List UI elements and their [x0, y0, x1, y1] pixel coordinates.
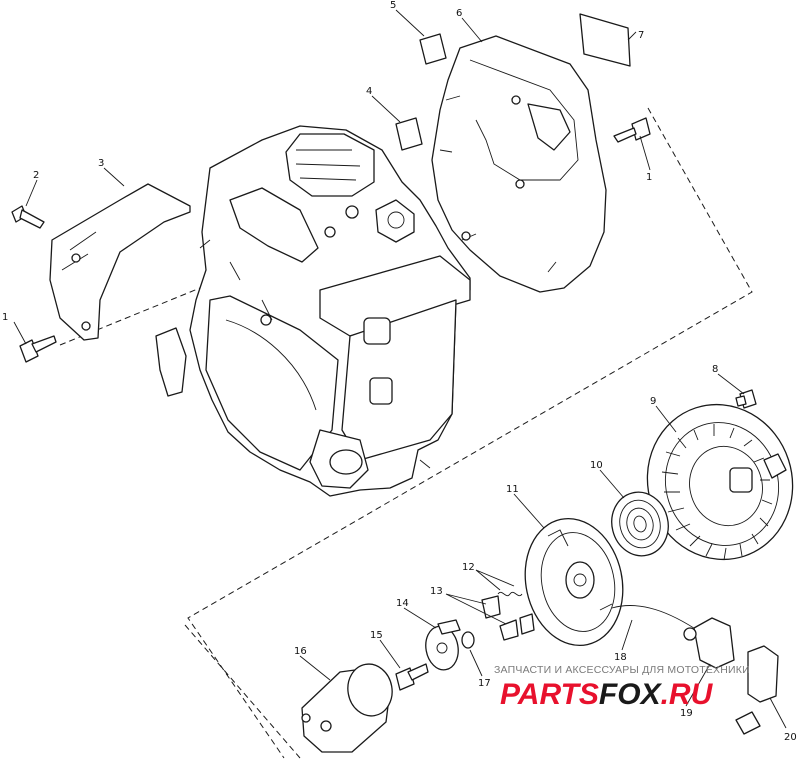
spring-part-12	[497, 591, 523, 597]
callout-leader-lines	[13, 9, 787, 729]
friction-plate-part-14	[425, 619, 461, 671]
callout-17: 17	[478, 678, 491, 689]
callout-6: 6	[456, 8, 462, 19]
washer-part-17	[461, 631, 475, 649]
callout-1-right: 1	[646, 172, 652, 183]
callout-9: 9	[650, 396, 656, 407]
gasket-part-4	[395, 117, 423, 151]
gasket-part-5	[419, 33, 447, 65]
rope-pulley-part-11	[524, 517, 624, 647]
assembly-boundary-lines	[59, 107, 753, 759]
blower-housing-part-6	[431, 35, 607, 293]
recoil-spring-part-10	[611, 491, 669, 557]
callout-3: 3	[98, 158, 104, 169]
callout-20: 20	[784, 732, 797, 743]
watermark-logo-parts: PARTS	[500, 678, 599, 711]
screw-part-15	[395, 663, 429, 691]
callout-2: 2	[33, 170, 39, 181]
bolt-part-1-right	[613, 117, 651, 143]
starter-cup-part-16	[301, 663, 393, 753]
watermark-tagline: ЗАПЧАСТИ И АКСЕССУАРЫ ДЛЯ МОТОТЕХНИКИ	[494, 664, 750, 676]
callout-11: 11	[506, 484, 519, 495]
callout-8: 8	[712, 364, 718, 375]
gasket-part-7	[579, 13, 631, 67]
partsfox-watermark: ЗАПЧАСТИ И АКСЕССУАРЫ ДЛЯ МОТОТЕХНИКИ PA…	[494, 664, 750, 711]
callout-13: 13	[430, 586, 443, 597]
callout-15: 15	[370, 630, 383, 641]
starter-handle-part-19	[683, 617, 735, 669]
watermark-logo-ru: .RU	[661, 678, 714, 711]
bolt-part-8	[735, 389, 757, 409]
callout-14: 14	[396, 598, 409, 609]
callout-7: 7	[638, 30, 644, 41]
callout-numbers: 1 1 2 3 4 5 6 7 8 9 10 11 12 13 14 15 16…	[2, 0, 797, 743]
watermark-logo: PARTSFOX.RU	[500, 678, 714, 711]
callout-1-left: 1	[2, 312, 8, 323]
callout-10: 10	[590, 460, 603, 471]
watermark-logo-fox: FOX	[599, 678, 663, 711]
starter-cover-part-9	[646, 403, 794, 561]
engine-block	[155, 125, 471, 497]
pawl-part-13	[481, 595, 535, 641]
callout-18: 18	[614, 652, 627, 663]
callout-16: 16	[294, 646, 307, 657]
side-shroud-part-3	[49, 183, 191, 341]
callout-4: 4	[366, 86, 372, 97]
bolt-part-2	[11, 205, 45, 229]
handle-insert-part-20	[735, 645, 779, 735]
callout-12: 12	[462, 562, 475, 573]
callout-5: 5	[390, 0, 396, 11]
callout-19: 19	[680, 708, 693, 719]
bolt-part-1-left	[19, 335, 57, 363]
